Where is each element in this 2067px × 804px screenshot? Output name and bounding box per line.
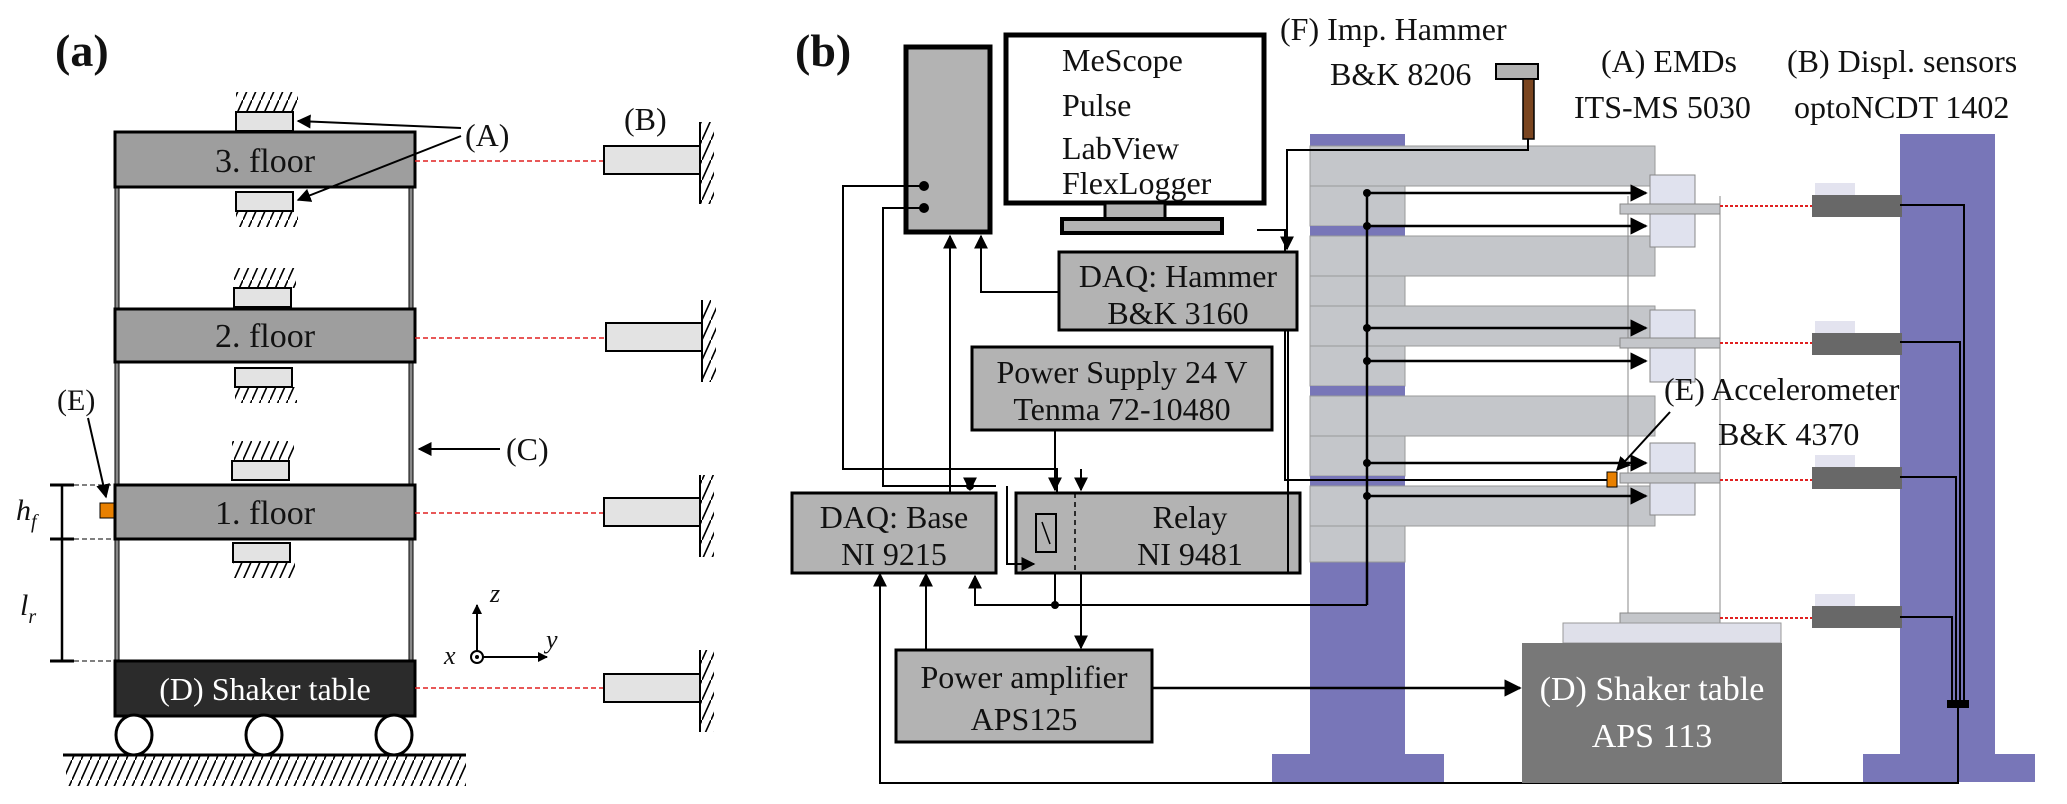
shaker-table-b: (D) Shaker table APS 113 — [1522, 643, 1782, 783]
emd-blocks — [231, 92, 298, 578]
svg-text:z: z — [489, 579, 500, 608]
callout-a: (A) — [465, 117, 509, 153]
dim-lr: lr — [20, 589, 36, 628]
floor-2-label: 2. floor — [215, 318, 316, 355]
sensors-model: optoNCDT 1402 — [1794, 89, 2009, 125]
svg-text:APS 113: APS 113 — [1592, 718, 1713, 755]
accel-model: B&K 4370 — [1718, 416, 1859, 452]
svg-text:Power amplifier: Power amplifier — [920, 659, 1127, 695]
callout-e: (E) — [57, 384, 95, 417]
pc-tower-icon — [903, 44, 993, 235]
displacement-sensors-a — [415, 122, 716, 732]
callout-e-arrow — [87, 417, 111, 499]
hammer-head-icon — [1495, 63, 1539, 80]
emd-wiring — [1363, 184, 1648, 605]
wheel-icon — [374, 713, 414, 757]
daq-base-box: DAQ: Base NI 9215 — [790, 491, 998, 575]
accel-arrow — [1616, 411, 1671, 472]
software-item: Pulse — [1062, 87, 1131, 123]
svg-text:NI 9215: NI 9215 — [841, 536, 947, 572]
column-right — [408, 186, 414, 662]
monitor-icon — [1003, 32, 1267, 235]
dim-hf: hf — [16, 494, 39, 533]
software-list: MeScope Pulse LabView FlexLogger — [1062, 42, 1212, 201]
callout-a-arrow — [296, 114, 462, 129]
wheel-icon — [114, 713, 154, 757]
floor-3-label: 3. floor — [215, 143, 316, 180]
sensors-label: (B) Displ. sensors — [1787, 43, 2017, 79]
accelerometer-b — [1606, 471, 1618, 488]
power-supply-box: Power Supply 24 V Tenma 72-10480 — [970, 345, 1274, 432]
svg-text:DAQ: Hammer: DAQ: Hammer — [1079, 258, 1278, 294]
accel-label: (E) Accelerometer — [1664, 371, 1900, 407]
hammer-handle-icon — [1522, 78, 1535, 140]
svg-text:DAQ: Base: DAQ: Base — [820, 499, 968, 535]
panel-a-label: (a) — [55, 25, 109, 76]
panel-b-label: (b) — [795, 25, 851, 76]
svg-text:Tenma 72-10480: Tenma 72-10480 — [1013, 391, 1230, 427]
hammer-model: B&K 8206 — [1330, 56, 1471, 92]
coordinate-axes: z y x — [443, 579, 558, 670]
hammer-label: (F) Imp. Hammer — [1280, 11, 1507, 47]
svg-text:Power Supply 24 V: Power Supply 24 V — [997, 354, 1248, 390]
callout-a-arrow — [296, 135, 462, 202]
displacement-sensors-b — [873, 183, 1969, 784]
shaker-table-a-label: (D) Shaker table — [159, 671, 370, 707]
daq-hammer-box: DAQ: Hammer B&K 3160 — [1057, 250, 1299, 332]
floor-3: 3. floor — [113, 130, 417, 189]
emds-label: (A) EMDs — [1601, 43, 1737, 79]
relay-box: Relay NI 9481 — [1014, 491, 1302, 575]
software-item: MeScope — [1062, 42, 1183, 78]
svg-text:y: y — [543, 625, 558, 654]
power-amplifier-box: Power amplifier APS125 — [894, 648, 1154, 744]
software-item: FlexLogger — [1062, 165, 1212, 201]
panel-a: (a) 3. floor 2. floor 1. floor (D) Shake… — [16, 25, 716, 786]
shaker-table-a: (D) Shaker table — [113, 659, 417, 718]
svg-text:NI 9481: NI 9481 — [1137, 536, 1243, 572]
svg-text:Relay: Relay — [1153, 499, 1228, 535]
callout-b: (B) — [624, 101, 667, 137]
svg-text:(D) Shaker table: (D) Shaker table — [1540, 671, 1765, 708]
ground-hatch — [66, 756, 466, 786]
callout-c: (C) — [506, 431, 549, 467]
software-item: LabView — [1062, 130, 1179, 166]
column-left — [114, 186, 120, 662]
floor-1: 1. floor — [113, 483, 417, 541]
svg-text:B&K 3160: B&K 3160 — [1107, 295, 1248, 331]
wheel-icon — [244, 713, 284, 757]
svg-text:x: x — [443, 641, 456, 670]
svg-text:APS125: APS125 — [971, 701, 1078, 737]
floor-1-label: 1. floor — [215, 495, 316, 532]
accelerometer-a — [99, 502, 115, 519]
emds-model: ITS-MS 5030 — [1574, 89, 1751, 125]
wiring — [842, 185, 1367, 650]
dimension-lines — [50, 483, 115, 663]
panel-b: (b) MeScope Pulse LabView FlexLogger (F)… — [790, 11, 2035, 784]
floor-2: 2. floor — [113, 307, 417, 364]
